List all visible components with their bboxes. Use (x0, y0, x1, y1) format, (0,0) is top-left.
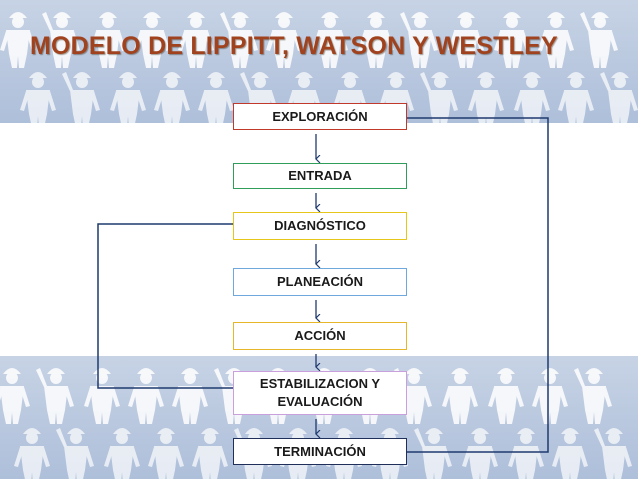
step-planeacion: PLANEACIÓN (233, 268, 407, 296)
worker-figure (514, 72, 550, 123)
step-label: ACCIÓN (294, 328, 346, 343)
worker-figure (600, 72, 638, 123)
worker-figure (104, 428, 140, 479)
step-estabilizacion-evaluacion: ESTABILIZACION Y EVALUACIÓN (233, 371, 407, 415)
step-label: EXPLORACIÓN (272, 108, 368, 124)
worker-figure (0, 12, 36, 68)
worker-figure (172, 368, 208, 424)
step-diagnostico: DIAGNÓSTICO (233, 212, 407, 240)
worker-figure (14, 428, 50, 479)
worker-figure (558, 72, 594, 123)
worker-figure (220, 12, 258, 68)
worker-figure (552, 428, 588, 479)
worker-figure (198, 72, 234, 123)
step-terminacion: TERMINACIÓN (233, 438, 407, 465)
worker-figure (134, 12, 170, 68)
step-label: ENTRADA (288, 168, 352, 183)
worker-figure (178, 12, 214, 68)
worker-figure (538, 12, 574, 68)
slide-title: MODELO DE LIPPITT, WATSON Y WESTLEY (30, 32, 558, 60)
feedback-loop-left (97, 223, 233, 389)
worker-figure (266, 12, 302, 68)
feedback-loop-right (407, 117, 549, 453)
worker-figure (594, 428, 632, 479)
step-label: TERMINACIÓN (274, 443, 366, 459)
worker-figure (580, 12, 618, 68)
worker-figure (488, 368, 524, 424)
step-accion: ACCIÓN (233, 322, 407, 350)
worker-figure (148, 428, 184, 479)
worker-figure (400, 12, 438, 68)
worker-figure (414, 428, 452, 479)
worker-figure (110, 72, 146, 123)
step-label: PLANEACIÓN (277, 274, 363, 289)
worker-figure (36, 368, 74, 424)
step-exploracion: EXPLORACIÓN (233, 103, 407, 130)
worker-figure (42, 12, 80, 68)
worker-figure (90, 12, 126, 68)
worker-figure (448, 12, 484, 68)
worker-figure (128, 368, 164, 424)
worker-figure (154, 72, 190, 123)
worker-figure (0, 368, 30, 424)
worker-figure (56, 428, 94, 479)
worker-figure (192, 428, 228, 479)
worker-figure (312, 12, 348, 68)
step-label: ESTABILIZACION Y EVALUACIÓN (259, 376, 381, 409)
step-label: DIAGNÓSTICO (274, 218, 366, 233)
worker-figure (532, 368, 568, 424)
worker-figure (20, 72, 56, 123)
worker-figure (494, 12, 530, 68)
worker-figure (442, 368, 478, 424)
worker-figure (574, 368, 612, 424)
worker-figure (62, 72, 100, 123)
worker-figure (358, 12, 394, 68)
worker-figure (468, 72, 504, 123)
worker-figure (420, 72, 458, 123)
step-entrada: ENTRADA (233, 163, 407, 189)
